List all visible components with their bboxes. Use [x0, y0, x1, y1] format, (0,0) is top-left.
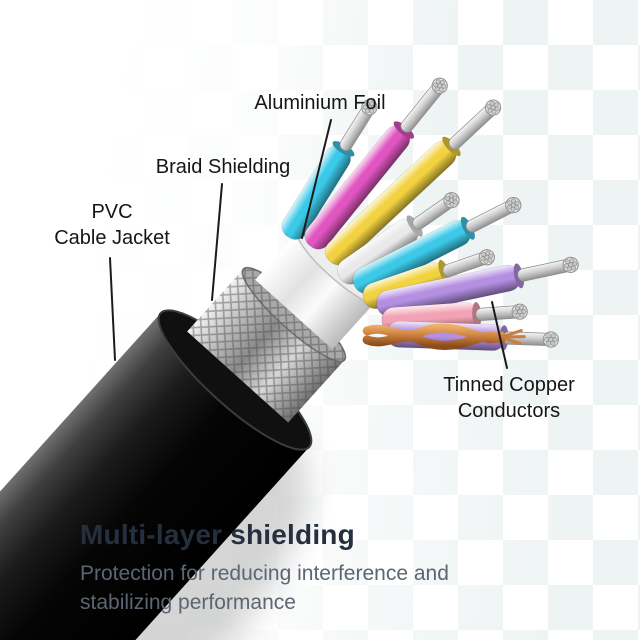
label-tinned-copper-conductors: Tinned Copper Conductors: [409, 372, 609, 424]
leader-tinned-copper: [491, 301, 508, 369]
label-braid-shielding: Braid Shielding: [155, 156, 291, 178]
wire-magenta: [304, 77, 448, 250]
wire-cyan: [281, 99, 378, 240]
caption-subtitle-line1: Protection for reducing interference and: [80, 562, 449, 585]
leader-braid-shielding: [211, 183, 223, 301]
leader-aluminium-foil: [301, 119, 332, 239]
copper-pair: [362, 323, 526, 350]
label-pvc-line1: PVC: [91, 201, 133, 223]
label-tinned-line1: Tinned Copper: [443, 374, 575, 396]
label-pvc-line2: Cable Jacket: [54, 227, 170, 249]
wire-purple: [376, 256, 579, 317]
leader-pvc-jacket: [109, 257, 116, 361]
label-aluminium-foil: Aluminium Foil: [254, 92, 386, 114]
caption-subtitle-line2: stabilizing performance: [80, 590, 296, 614]
label-tinned-line2: Conductors: [457, 400, 561, 422]
caption: Multi-layer shielding Protection for red…: [80, 519, 449, 618]
cable: [0, 77, 579, 640]
leader-lines: [109, 119, 508, 369]
wire-white: [336, 192, 460, 285]
cable-jacket: [0, 313, 310, 640]
caption-subtitle: Protection for reducing interference and…: [80, 560, 449, 618]
wire-yellow: [324, 99, 502, 266]
caption-title: Multi-layer shielding: [80, 519, 355, 550]
label-pvc-cable-jacket: PVC Cable Jacket: [22, 199, 202, 251]
